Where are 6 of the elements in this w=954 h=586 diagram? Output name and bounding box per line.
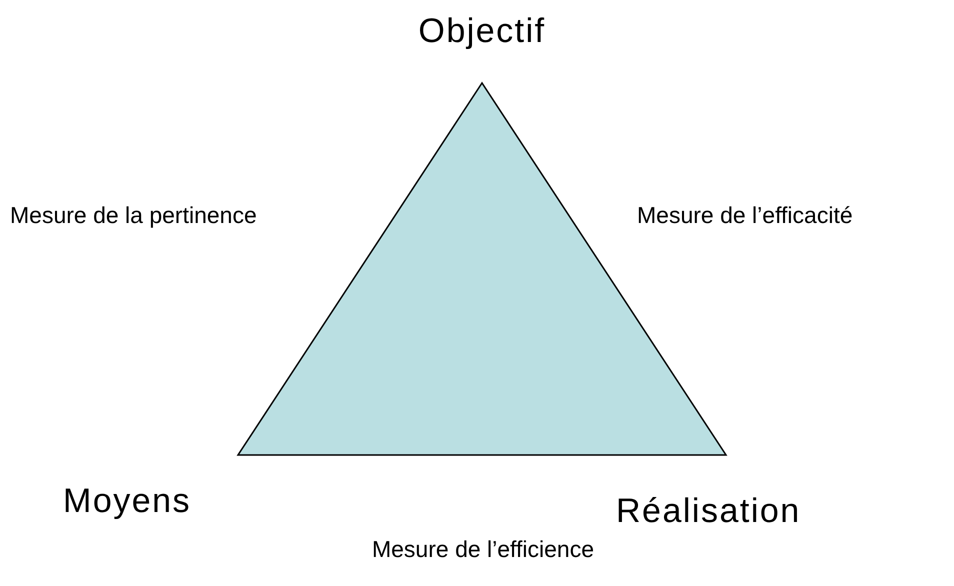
- vertex-label: Objectif: [418, 14, 546, 48]
- side-label: Mesure de la pertinence: [10, 204, 257, 227]
- vertex-label: Réalisation: [616, 494, 801, 528]
- side-label: Mesure de l’efficacité: [637, 204, 853, 227]
- vertex-label: Moyens: [63, 484, 192, 518]
- side-label: Mesure de l’efficience: [372, 538, 594, 561]
